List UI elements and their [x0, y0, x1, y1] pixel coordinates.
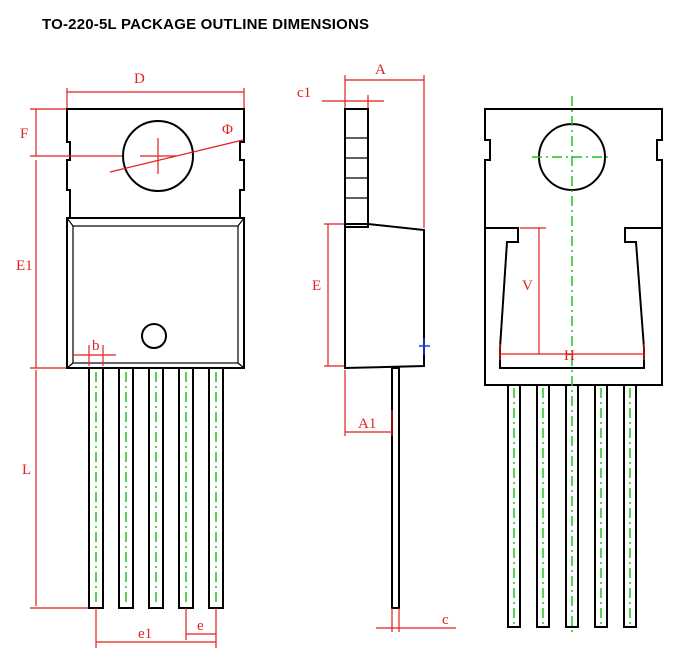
side-view: [344, 108, 430, 609]
label-E1: E1: [16, 258, 33, 274]
label-b: b: [92, 338, 100, 354]
back-lead-4: [594, 384, 608, 628]
front-body-chamfer-4: [237, 362, 245, 369]
label-e: e: [197, 618, 204, 634]
back-view: [484, 96, 663, 632]
side-tab-outline: [344, 108, 369, 228]
mounting-hole: [122, 120, 194, 192]
side-body-outline: [344, 223, 425, 370]
phi-leader-line: [109, 139, 244, 173]
label-c1: c1: [297, 85, 311, 101]
front-body-chamfer-2: [237, 217, 245, 227]
label-c: c: [442, 612, 449, 628]
front-body-inner: [72, 225, 239, 364]
label-D: D: [134, 71, 145, 87]
label-E: E: [312, 278, 321, 294]
back-lead-1: [507, 384, 521, 628]
front-lead-2: [118, 367, 134, 609]
label-V: V: [522, 278, 533, 294]
label-H: H: [564, 348, 575, 364]
front-dimensions: D F Φ E1 b L e1 e: [16, 71, 245, 648]
side-dimensions: A c1 E A1 c: [297, 62, 456, 632]
label-A1: A1: [358, 416, 376, 432]
front-body-chamfer-3: [66, 362, 74, 369]
page-title: TO-220-5L PACKAGE OUTLINE DIMENSIONS: [42, 16, 370, 33]
front-body-chamfer-1: [66, 217, 74, 227]
back-dimensions: V H: [499, 227, 645, 364]
back-outline: [484, 108, 663, 386]
back-cutout: [485, 227, 662, 369]
label-F: F: [20, 126, 28, 142]
back-lead-2: [536, 384, 550, 628]
label-phi: Φ: [222, 122, 233, 138]
back-lead-5: [623, 384, 637, 628]
front-lead-3: [148, 367, 164, 609]
front-view: [66, 108, 245, 609]
pin1-dimple: [141, 323, 167, 349]
front-tab-outline: [66, 108, 245, 219]
label-L: L: [22, 462, 31, 478]
label-A: A: [375, 62, 386, 78]
label-e1: e1: [138, 626, 152, 642]
side-lead: [391, 367, 400, 609]
